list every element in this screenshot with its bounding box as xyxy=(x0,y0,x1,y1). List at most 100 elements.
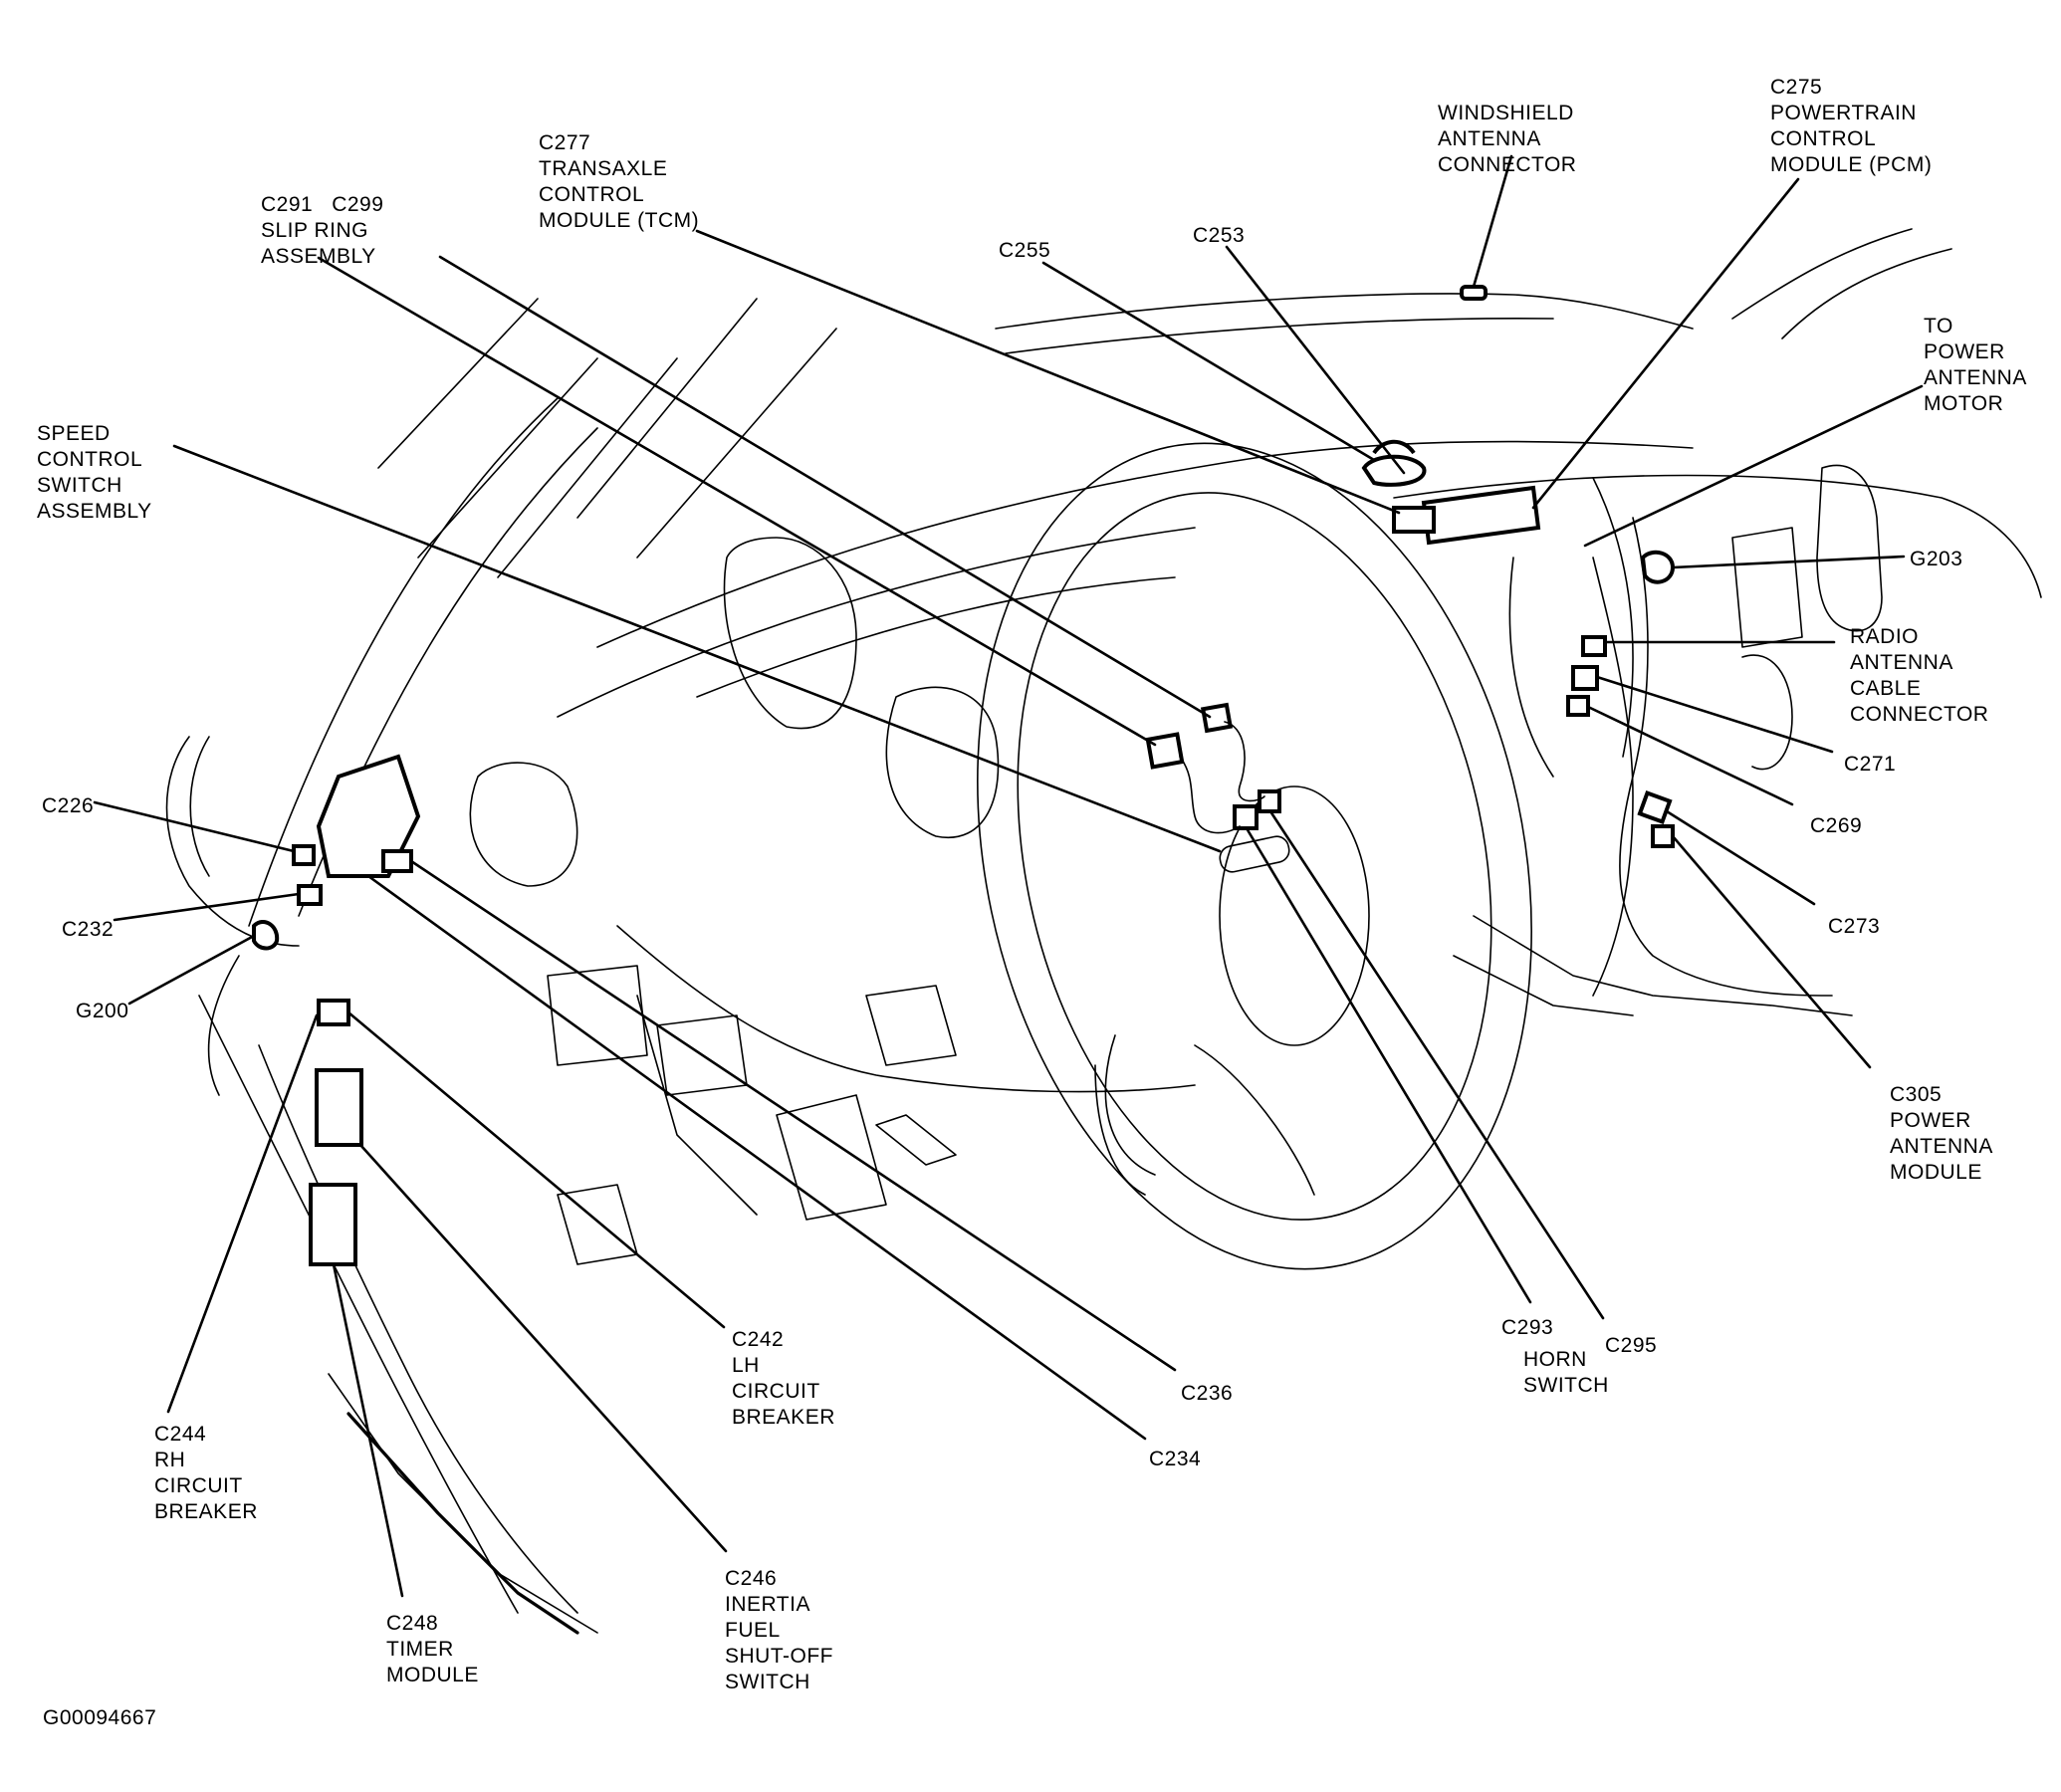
leader-c299 xyxy=(438,255,1212,719)
leader-c236 xyxy=(409,859,1177,1372)
leader-c271 xyxy=(1595,675,1834,754)
connector-c253 xyxy=(1361,454,1427,487)
leader-c234 xyxy=(366,874,1147,1441)
ground-g203 xyxy=(1640,550,1676,584)
callout-line: C253 xyxy=(1193,224,1245,247)
callout-line: LH xyxy=(732,1354,760,1377)
callout-line: POWER xyxy=(1924,340,2005,363)
callout-c226: C226 xyxy=(42,794,94,817)
connector-c299 xyxy=(1200,702,1234,734)
steering-column-tube xyxy=(1219,835,1290,873)
callout-line: CABLE xyxy=(1850,677,1921,700)
callout-line: G203 xyxy=(1910,548,1962,570)
callout-line: ANTENNA xyxy=(1850,651,1953,674)
connector-c277 xyxy=(1392,506,1436,534)
callout-c271: C271 xyxy=(1844,753,1896,776)
callout-line: MOTOR xyxy=(1924,392,2003,415)
callout-line: BREAKER xyxy=(732,1406,835,1429)
callout-line: MODULE xyxy=(1890,1161,1982,1184)
callout-power-antenna-motor: TO POWER ANTENNA MOTOR xyxy=(1924,315,2027,415)
callout-line: ANTENNA xyxy=(1924,366,2027,389)
connector-symbols xyxy=(252,285,1676,1266)
vent-center xyxy=(1731,527,1803,648)
connector-c291 xyxy=(1145,732,1185,770)
switch-panel xyxy=(547,965,648,1066)
leader-c293 xyxy=(1245,826,1532,1304)
callout-line: SWITCH xyxy=(37,474,122,497)
vent-center-2 xyxy=(1741,654,1793,771)
callout-line: C234 xyxy=(1149,1448,1201,1470)
callout-line: C293 xyxy=(1501,1316,1553,1339)
radio-antenna-cable-connector xyxy=(1581,635,1607,657)
connector-c269 xyxy=(1566,695,1590,717)
a-pillar-right-top xyxy=(1731,228,1913,320)
windshield-antenna-connector xyxy=(1460,285,1488,301)
callout-line: C271 xyxy=(1844,753,1896,776)
steering-wheel-hub-opening xyxy=(1219,785,1370,1046)
callout-line: CONTROL xyxy=(1770,127,1876,150)
inertia-fuel-switch xyxy=(315,1068,363,1147)
callout-line: CIRCUIT xyxy=(732,1380,820,1403)
callout-line: C242 xyxy=(732,1328,784,1351)
callout-line: CONNECTOR xyxy=(1438,153,1576,176)
leader-c269 xyxy=(1586,705,1794,806)
callout-line: C305 xyxy=(1890,1083,1942,1106)
callout-c232: C232 xyxy=(62,918,114,941)
callout-c255: C255 xyxy=(999,239,1050,262)
callout-line: TO xyxy=(1924,315,1953,337)
windshield-reflection xyxy=(636,328,837,559)
callout-line: C232 xyxy=(62,918,114,941)
harness-loop-inner xyxy=(189,736,210,877)
callout-line: C246 xyxy=(725,1567,777,1590)
connector-c255 xyxy=(1372,439,1416,455)
leader-c295 xyxy=(1268,809,1605,1320)
callout-line: ASSEMBLY xyxy=(261,245,376,268)
callout-c253: C253 xyxy=(1193,224,1245,247)
callout-line: MODULE xyxy=(386,1664,479,1686)
callout-line: C269 xyxy=(1810,814,1862,837)
figure-id: G00094667 xyxy=(43,1706,156,1729)
leader-c242 xyxy=(346,1010,726,1329)
leader-lines xyxy=(93,154,1924,1598)
dash-top-3 xyxy=(696,576,1176,698)
callout-c295: C295 xyxy=(1605,1334,1657,1357)
lower-dash-edge xyxy=(636,995,758,1216)
dashboard-line-art xyxy=(165,228,2042,1635)
dash-top xyxy=(596,440,1694,648)
leader-windshield-antenna xyxy=(1472,154,1513,289)
steering-wheel-rim-outer xyxy=(977,442,1532,1270)
callout-line: SLIP RING xyxy=(261,219,368,242)
connector-c273 xyxy=(1637,789,1673,825)
callout-line: MODULE (PCM) xyxy=(1770,153,1932,176)
lower-dash-curve xyxy=(1094,1064,1146,1196)
callout-line: CONNECTOR xyxy=(1850,703,1988,726)
callout-line: C295 xyxy=(1605,1334,1657,1357)
callout-c273: C273 xyxy=(1828,915,1880,938)
callout-line: POWERTRAIN xyxy=(1770,102,1917,124)
ground-g200 xyxy=(252,920,280,951)
clutch-area xyxy=(776,1094,887,1221)
callout-g200: G200 xyxy=(76,1000,128,1022)
a-pillar-left xyxy=(248,397,559,927)
connector-c305 xyxy=(1651,824,1675,848)
callout-line: MODULE (TCM) xyxy=(539,209,699,232)
callout-c293: C293 xyxy=(1501,1316,1553,1339)
dash-top-2 xyxy=(557,527,1196,718)
leader-c291 xyxy=(317,256,1157,747)
leader-power-antenna-motor xyxy=(1583,384,1924,548)
callout-line: INERTIA xyxy=(725,1593,810,1616)
connector-c295 xyxy=(1258,789,1281,813)
timer-module xyxy=(309,1183,357,1266)
windshield-edge-inner xyxy=(1005,317,1554,354)
slip-ring-wire-2 xyxy=(1224,721,1265,802)
ground-strap xyxy=(207,955,240,1096)
knee-bolster xyxy=(616,925,1196,1093)
